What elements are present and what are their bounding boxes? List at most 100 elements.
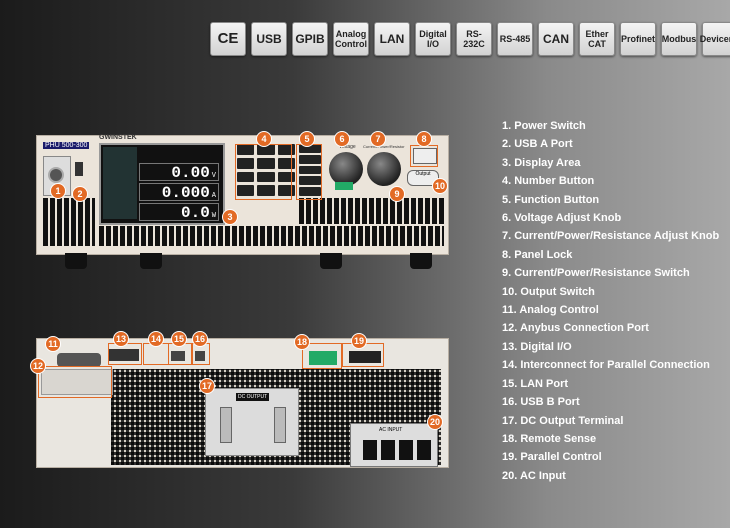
marker-13: 13 — [113, 331, 129, 347]
marker-14: 14 — [148, 331, 164, 347]
badge-gpib: GPIB — [292, 22, 328, 56]
green-indicator — [335, 182, 353, 190]
badge-rs485: RS-485 — [497, 22, 533, 56]
feature-item: 11. Analog Control — [502, 304, 599, 317]
analog-control-connector — [57, 353, 101, 367]
marker-7: 7 — [370, 131, 386, 147]
feature-item: 4. Number Button — [502, 175, 595, 188]
marker-1: 1 — [50, 183, 66, 199]
front-vent-right — [299, 198, 444, 224]
badge-rs232c: RS-232C — [456, 22, 492, 56]
unit-a: A — [211, 192, 216, 200]
panel-lock-button — [413, 148, 437, 164]
badge-analog-control: Analog Control — [333, 22, 369, 56]
ac-terminal-icon — [381, 440, 395, 460]
feature-item: 14. Interconnect for Parallel Connection — [502, 359, 710, 372]
feature-item: 20. AC Input — [502, 469, 566, 482]
key — [299, 154, 321, 164]
key — [237, 185, 255, 196]
key — [277, 157, 295, 169]
key — [257, 144, 275, 155]
highlight-frame — [296, 144, 322, 200]
key — [277, 185, 295, 196]
marker-8: 8 — [416, 131, 432, 147]
key — [257, 157, 275, 169]
badge-can: CAN — [538, 22, 574, 56]
feature-item: 5. Function Button — [502, 193, 600, 206]
power-switch-icon — [48, 167, 64, 183]
key — [277, 144, 295, 155]
foot — [410, 253, 432, 269]
interface-badges: CE USB GPIB Analog Control LAN Digital I… — [210, 22, 730, 56]
feature-item: 13. Digital I/O — [502, 340, 572, 353]
feature-item: 8. Panel Lock — [502, 248, 573, 261]
model-label: PHU 500-300 — [43, 142, 90, 149]
key — [257, 185, 275, 196]
marker-19: 19 — [351, 333, 367, 349]
key — [237, 157, 255, 169]
ac-input-label: AC INPUT — [379, 427, 403, 433]
digital-io-connector — [109, 349, 139, 361]
usb-b-port-icon — [195, 351, 205, 361]
usb-a-port-icon — [75, 162, 83, 176]
ac-terminal-icon — [363, 440, 377, 460]
marker-10: 10 — [432, 178, 448, 194]
marker-3: 3 — [222, 209, 238, 225]
feature-item: 16. USB B Port — [502, 396, 580, 409]
feature-item: 6. Voltage Adjust Knob — [502, 212, 622, 225]
key — [257, 171, 275, 183]
display-side-menu — [103, 147, 137, 219]
front-vent-left — [43, 198, 95, 246]
highlight-frame — [38, 366, 112, 398]
unit-w: W — [211, 212, 216, 220]
badge-usb: USB — [251, 22, 287, 56]
brand-logo: GWINSTEK — [99, 134, 137, 141]
feature-item: 1. Power Switch — [502, 120, 586, 132]
foot — [140, 253, 162, 269]
parallel-control-connector — [349, 351, 381, 363]
anybus-slot — [41, 369, 113, 395]
terminal-minus-icon — [220, 407, 232, 443]
marker-17: 17 — [199, 378, 215, 394]
feature-item: 17. DC Output Terminal — [502, 414, 624, 427]
marker-4: 4 — [256, 131, 272, 147]
ac-input-terminal: AC INPUT — [350, 423, 438, 467]
front-vent-middle — [99, 226, 444, 246]
function-buttons — [299, 144, 321, 196]
key — [299, 176, 321, 186]
badge-modbus: Modbus — [661, 22, 697, 56]
key — [237, 144, 255, 155]
voltage-knob-icon — [329, 152, 363, 186]
foot — [320, 253, 342, 269]
feature-item: 10. Output Switch — [502, 285, 595, 298]
key — [299, 144, 321, 153]
foot — [65, 253, 87, 269]
badge-devicenet: Devicenet — [700, 22, 730, 56]
remote-sense-connector — [309, 351, 337, 365]
ac-terminal-icon — [399, 440, 413, 460]
feature-list: 1. Power Switch 2. USB A Port 3. Display… — [502, 117, 719, 485]
badge-lan: LAN — [374, 22, 410, 56]
marker-20: 20 — [427, 414, 443, 430]
number-keypad — [237, 144, 295, 196]
marker-5: 5 — [299, 131, 315, 147]
feature-item: 7. Current/Power/Resistance Adjust Knob — [502, 230, 720, 243]
marker-11: 11 — [45, 336, 61, 352]
ac-terminal-icon — [417, 440, 431, 460]
marker-16: 16 — [192, 331, 208, 347]
badge-profinet: Profinet — [620, 22, 656, 56]
key — [299, 187, 321, 196]
marker-18: 18 — [294, 334, 310, 350]
key — [277, 171, 295, 183]
highlight-frame — [410, 145, 438, 167]
lan-port-icon — [171, 351, 185, 361]
feature-item: 2. USB A Port — [502, 138, 573, 151]
marker-12: 12 — [30, 358, 46, 374]
highlight-frame — [235, 144, 292, 200]
current-knob-icon — [367, 152, 401, 186]
unit-v: V — [211, 172, 216, 180]
